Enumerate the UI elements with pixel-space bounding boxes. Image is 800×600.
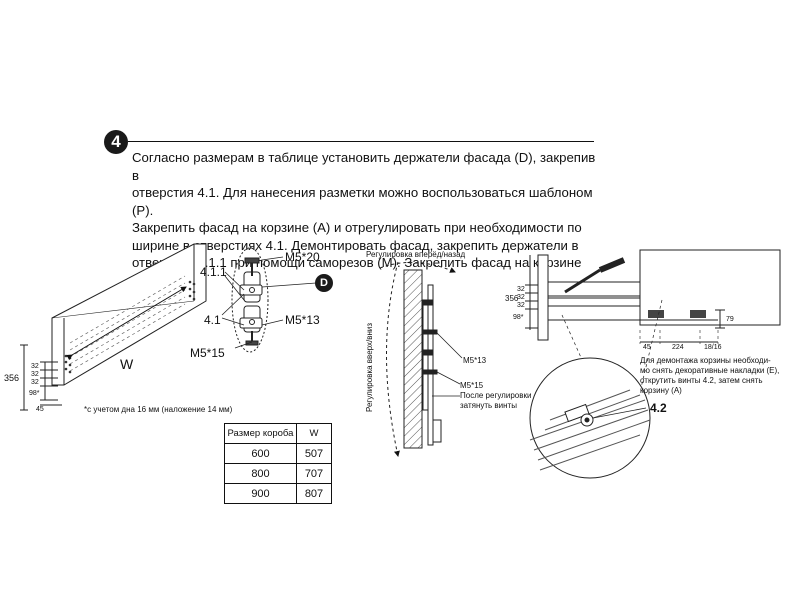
note-line: открутить винты 4.2, затем снять — [640, 376, 763, 385]
holder-d-marker: D — [315, 274, 333, 292]
width-label: W — [120, 356, 134, 372]
dim-32-label: 32 — [517, 302, 525, 309]
step-instructions: Согласно размерам в таблице установить д… — [132, 149, 602, 289]
size-table: Размер короба W 600 507 800 707 900 807 — [224, 423, 332, 504]
dim-32-label: 32 — [517, 286, 525, 293]
dim-356-label: 356 — [505, 294, 519, 303]
step-number-badge: 4 — [104, 130, 128, 154]
step-divider — [128, 141, 594, 142]
table-row: 800 707 — [224, 463, 332, 484]
adjust-vertical-label: Регулировка вверх/вниз — [365, 322, 374, 412]
hole-411-label: 4.1.1 — [200, 265, 227, 279]
table-row: 600 507 — [224, 443, 332, 464]
note-line: Для демонтажа корзины необходи- — [640, 356, 771, 365]
screw-m5-13-label: M5*13 — [285, 313, 320, 327]
after-adjust-label: После регулировки — [460, 391, 532, 400]
footnote-text: *с учетом дна 16 мм (наложение 14 мм) — [84, 405, 233, 414]
screw-m5-15-label: M5*15 — [460, 381, 484, 390]
side-section-drawing — [379, 261, 463, 457]
dim-45-label: 45 — [36, 406, 44, 413]
dim-79-label: 79 — [726, 316, 734, 323]
instruction-line: отверстия 4.1. Для нанесения разметки мо… — [132, 185, 593, 218]
dim-224-label: 224 — [672, 344, 684, 351]
table-cell: 900 — [224, 483, 297, 504]
dim-32-label: 32 — [31, 363, 39, 370]
facade-panel-drawing — [20, 243, 207, 411]
table-cell: 807 — [296, 483, 332, 504]
table-header-cell: W — [296, 423, 332, 444]
dim-98-label: 98* — [29, 390, 40, 397]
table-header-cell: Размер короба — [224, 423, 297, 444]
instruction-line: Согласно размерам в таблице установить д… — [132, 150, 596, 183]
dim-32-label: 32 — [31, 371, 39, 378]
table-cell: 507 — [296, 443, 332, 464]
table-cell: 707 — [296, 463, 332, 484]
table-cell: 600 — [224, 443, 297, 464]
hole-41-label: 4.1 — [204, 313, 221, 327]
detail-zoom-drawing — [529, 357, 651, 479]
screw-m5-13-label: M5*13 — [463, 356, 487, 365]
height-356-label: 356 — [4, 373, 20, 383]
note-line: корзину (A) — [640, 386, 682, 395]
adjust-forward-label: Регулировка вперёд/назад — [366, 250, 466, 259]
dim-45-label: 45 — [643, 344, 651, 351]
holder-bracket-drawing — [221, 247, 317, 353]
note-line: мо снять декоративные накладки (E), — [640, 366, 780, 375]
dim-98-label: 98* — [513, 314, 524, 321]
screw-m5-20-label: M5*20 — [285, 250, 320, 264]
instruction-line: ширине в отверстиях 4.1. Демонтировать ф… — [132, 237, 579, 253]
table-header-row: Размер короба W — [224, 423, 332, 444]
dim-32-label: 32 — [517, 294, 525, 301]
screw-42-label: 4.2 — [650, 401, 667, 415]
cabinet-section-drawing — [525, 249, 781, 411]
table-cell: 800 — [224, 463, 297, 484]
dim-18-16-label: 18/16 — [704, 344, 722, 351]
table-row: 900 807 — [224, 483, 332, 504]
screw-m5-15-label: M5*15 — [190, 346, 225, 360]
after-adjust-label: затянуть винты — [460, 401, 517, 410]
removal-note: Для демонтажа корзины необходи- мо снять… — [640, 356, 779, 396]
dim-32-label: 32 — [31, 379, 39, 386]
instruction-line: Закрепить фасад на корзине (A) и отрегул… — [132, 220, 582, 235]
